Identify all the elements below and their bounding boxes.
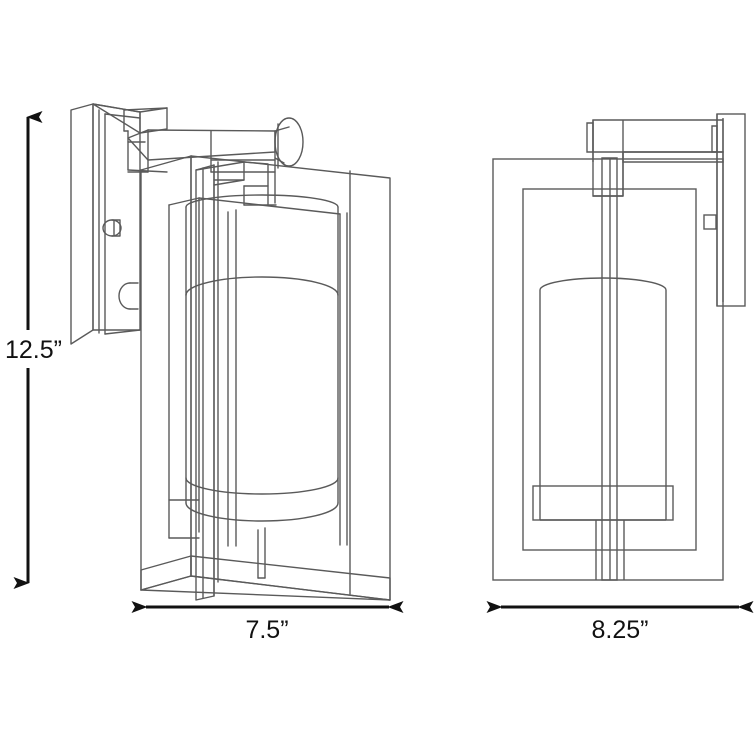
bottom-base-plate [140,555,391,601]
width-side-label: 8.25” [592,616,649,644]
bottom-finial [257,527,266,579]
perspective-view [70,103,391,601]
backplate-screw-boss [102,219,122,237]
inner-frame-rails [168,197,348,547]
dimension-width-side: 8.25” [486,601,754,644]
bottom-band [168,477,339,501]
wall-mounting-backplate [711,113,746,307]
cylindrical-glass-shade [185,194,339,522]
bottom-finial [595,520,625,580]
backplate-knob [118,282,139,310]
width-perspective-label: 7.5” [245,616,288,644]
backplate-tab [703,214,717,230]
center-vertical-post [601,157,618,581]
height-dimension-label: 12.5” [5,336,62,364]
bottom-band [532,485,674,521]
arm-drop-bracket [592,152,624,197]
side-elevation-view [492,113,746,581]
dimension-height: 12.5” [5,111,62,589]
dimension-width-perspective: 7.5” [131,601,404,644]
front-center-post [195,164,215,601]
cylindrical-end-cap [274,117,304,169]
